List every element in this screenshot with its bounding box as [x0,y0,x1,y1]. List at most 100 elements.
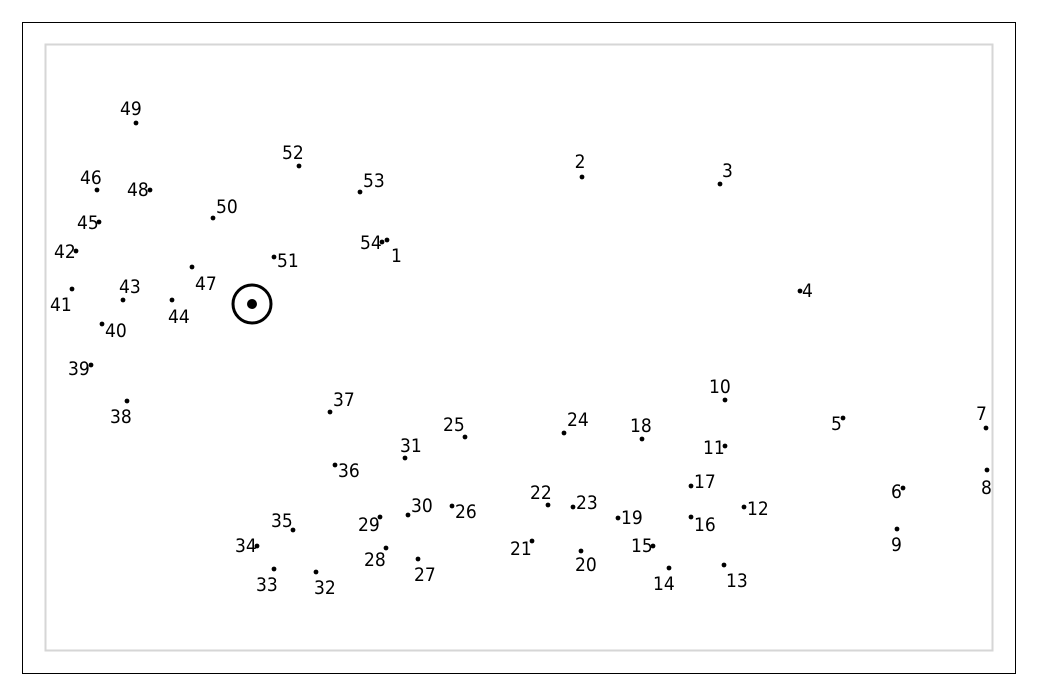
dot-30[interactable] [405,512,411,518]
dot-21[interactable] [529,538,535,544]
dot-51[interactable] [271,254,277,260]
dot-13[interactable] [721,562,727,568]
dot-54[interactable] [379,239,385,245]
dot-label-53: 53 [363,170,385,192]
dot-label-11: 11 [703,437,725,459]
dot-label-17: 17 [694,471,716,493]
dot-label-45: 45 [77,212,99,234]
dot-37[interactable] [327,409,333,415]
dot-label-8: 8 [981,477,992,499]
dot-label-36: 36 [338,460,360,482]
dot-33[interactable] [271,566,277,572]
dot-22[interactable] [545,502,551,508]
dot-6[interactable] [900,485,906,491]
dot-label-33: 33 [256,574,278,596]
dot-23[interactable] [570,504,576,510]
dot-12[interactable] [741,504,747,510]
dot-label-15: 15 [631,535,653,557]
dot-label-1: 1 [391,245,402,267]
dot-label-24: 24 [567,409,589,431]
dot-44[interactable] [169,297,175,303]
dot-52[interactable] [296,163,302,169]
dot-47[interactable] [189,264,195,270]
dot-35[interactable] [290,527,296,533]
dot-8[interactable] [984,467,990,473]
dot-label-39: 39 [68,358,90,380]
dot-25[interactable] [462,434,468,440]
dot-label-48: 48 [127,179,149,201]
dot-label-32: 32 [314,577,336,599]
dot-31[interactable] [402,455,408,461]
dot-label-7: 7 [976,403,987,425]
dot-label-5: 5 [831,413,842,435]
dot-label-21: 21 [510,538,532,560]
dot-39[interactable] [88,362,94,368]
dot-label-35: 35 [271,510,293,532]
dot-16[interactable] [688,514,694,520]
dot-9[interactable] [894,526,900,532]
dot-53[interactable] [357,189,363,195]
dot-label-23: 23 [576,492,598,514]
dot-label-38: 38 [110,406,132,428]
dot-32[interactable] [313,569,319,575]
dot-42[interactable] [73,248,79,254]
dot-20[interactable] [578,548,584,554]
dot-50[interactable] [210,215,216,221]
dot-label-12: 12 [747,498,769,520]
dot-27[interactable] [415,556,421,562]
dot-10[interactable] [722,397,728,403]
dot-label-22: 22 [530,482,552,504]
dot-5[interactable] [840,415,846,421]
dot-2[interactable] [579,174,585,180]
dot-4[interactable] [797,288,803,294]
dot-label-52: 52 [282,142,304,164]
dot-label-28: 28 [364,549,386,571]
dot-11[interactable] [722,443,728,449]
dot-label-42: 42 [54,241,76,263]
dot-label-31: 31 [400,435,422,457]
dot-label-20: 20 [575,554,597,576]
dot-28[interactable] [383,545,389,551]
dot-label-40: 40 [105,320,127,342]
dot-label-14: 14 [653,573,675,595]
dot-46[interactable] [94,187,100,193]
dot-36[interactable] [332,462,338,468]
dot-label-18: 18 [630,415,652,437]
dot-19[interactable] [615,515,621,521]
dot-label-27: 27 [414,564,436,586]
dot-14[interactable] [666,565,672,571]
dot-label-47: 47 [195,273,217,295]
dot-label-3: 3 [722,160,733,182]
dot-label-4: 4 [802,280,813,302]
dot-17[interactable] [688,483,694,489]
start-marker[interactable] [231,283,273,325]
dot-40[interactable] [99,321,105,327]
dot-label-10: 10 [709,376,731,398]
dot-34[interactable] [254,543,260,549]
dot-label-2: 2 [575,151,586,173]
dot-41[interactable] [69,286,75,292]
dot-24[interactable] [561,430,567,436]
dot-3[interactable] [717,181,723,187]
dot-label-41: 41 [50,294,72,316]
dot-18[interactable] [639,436,645,442]
dot-label-16: 16 [694,514,716,536]
dot-45[interactable] [96,219,102,225]
start-dot [247,299,257,309]
dot-29[interactable] [377,514,383,520]
dot-26[interactable] [449,503,455,509]
dot-label-46: 46 [80,167,102,189]
dot-49[interactable] [133,120,139,126]
dot-label-29: 29 [358,514,380,536]
dot-7[interactable] [983,425,989,431]
dot-15[interactable] [650,543,656,549]
outer-border [22,22,1016,674]
dot-1[interactable] [384,237,390,243]
dot-label-25: 25 [443,414,465,436]
dot-38[interactable] [124,398,130,404]
dot-43[interactable] [120,297,126,303]
dot-48[interactable] [147,187,153,193]
dot-label-34: 34 [235,535,257,557]
